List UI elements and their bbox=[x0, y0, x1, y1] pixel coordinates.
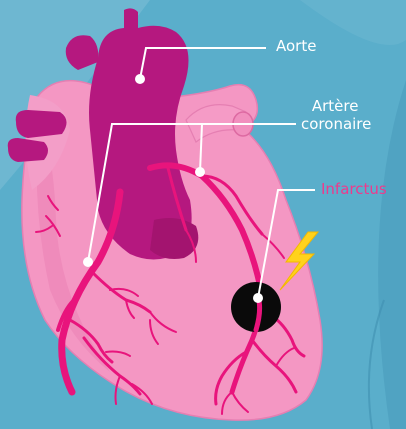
label-coronary-artery-line2: coronaire bbox=[301, 115, 371, 133]
label-coronary-artery: Artère coronaire bbox=[299, 97, 371, 133]
label-aorta: Aorte bbox=[276, 37, 316, 55]
label-infarction: Infarctus bbox=[321, 180, 387, 198]
leader-dot-infarction bbox=[253, 293, 263, 303]
leader-dot-aorta bbox=[135, 74, 145, 84]
leader-dot-coronary-right bbox=[195, 167, 205, 177]
leader-dot-coronary-left bbox=[83, 257, 93, 267]
label-coronary-artery-line1: Artère bbox=[312, 97, 359, 115]
